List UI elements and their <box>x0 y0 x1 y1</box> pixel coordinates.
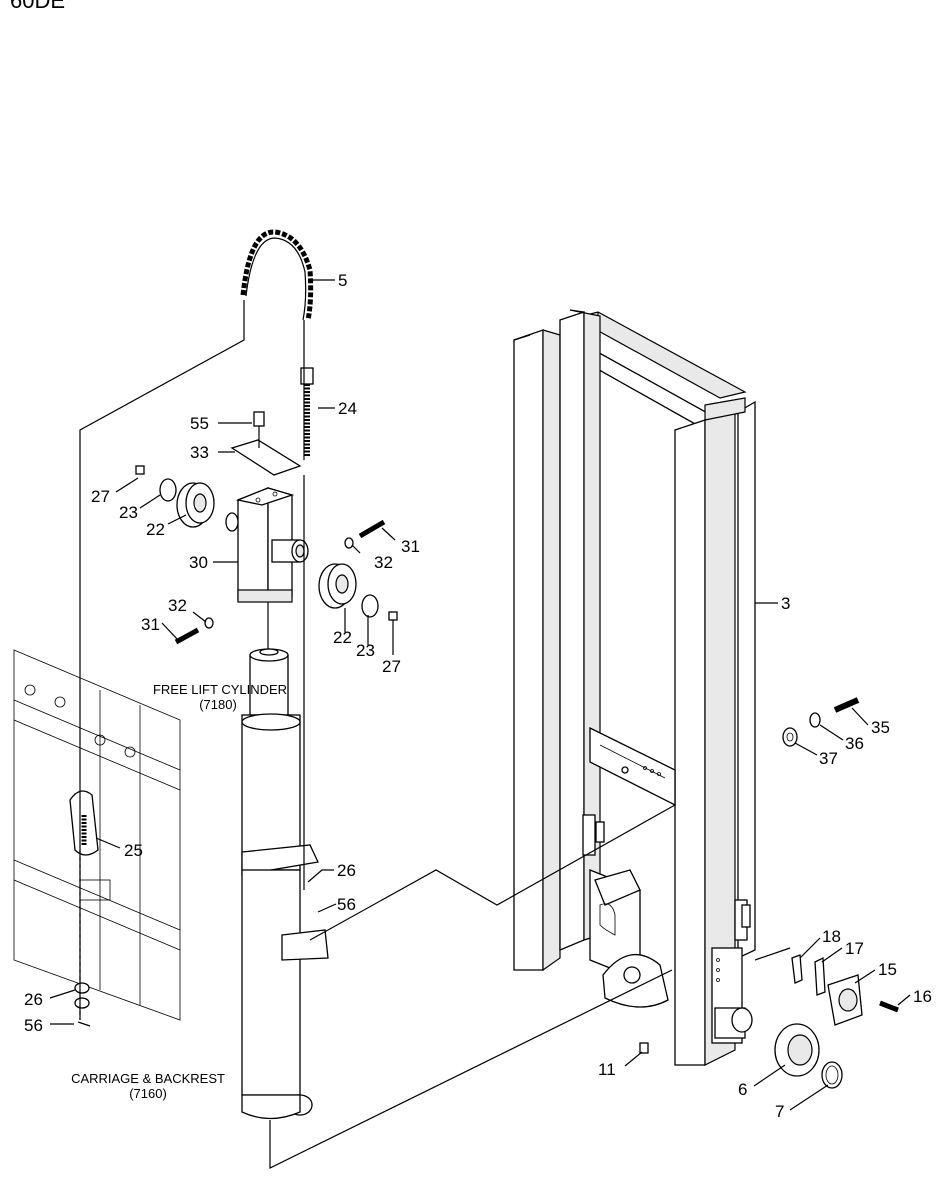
callout-37: 37 <box>819 749 838 768</box>
free-lift-cylinder-caption: FREE LIFT CYLINDER <box>153 682 287 697</box>
callout-26-right: 26 <box>337 861 356 880</box>
free-lift-cylinder-ref: (7180) <box>199 697 237 712</box>
callout-16: 16 <box>913 987 932 1006</box>
callout-55: 55 <box>190 414 209 433</box>
carriage-backrest-ref: (7160) <box>129 1086 167 1101</box>
callout-22-bottom: 22 <box>333 628 352 647</box>
callout-33: 33 <box>190 443 209 462</box>
callout-32-right: 32 <box>374 553 393 572</box>
callout-27-bottom: 27 <box>382 657 401 676</box>
sheave-left <box>135 465 215 528</box>
chain-anchor-bolt <box>300 367 314 456</box>
callout-6: 6 <box>738 1080 747 1099</box>
callout-24: 24 <box>338 399 357 418</box>
callout-25: 25 <box>124 841 143 860</box>
callout-15: 15 <box>878 960 897 979</box>
callout-22-top: 22 <box>146 520 165 539</box>
callout-56-right: 56 <box>337 895 356 914</box>
callout-11: 11 <box>598 1060 616 1079</box>
callout-30: 30 <box>189 553 208 572</box>
callout-17: 17 <box>845 939 864 958</box>
callout-7: 7 <box>775 1102 784 1121</box>
sheave-right <box>318 563 398 621</box>
tilt-pin-parts <box>782 697 860 747</box>
callout-31-left: 31 <box>141 615 160 634</box>
mast-assembly <box>513 309 756 1066</box>
callout-36: 36 <box>845 734 864 753</box>
carriage-backrest-caption: CARRIAGE & BACKREST <box>71 1071 225 1086</box>
callout-31-right: 31 <box>401 537 420 556</box>
callout-5: 5 <box>338 271 347 290</box>
free-lift-cylinder <box>241 648 329 1120</box>
mast-roller-bearing <box>714 1007 843 1089</box>
callout-labels: 5 24 55 33 27 23 22 30 31 32 32 31 22 23… <box>24 271 932 1121</box>
model-code: 60DE <box>10 0 65 13</box>
callout-26-left: 26 <box>24 990 43 1009</box>
callout-23-bottom: 23 <box>356 641 375 660</box>
callout-23-top: 23 <box>119 503 138 522</box>
callout-27-top: 27 <box>91 487 110 506</box>
callout-56-left: 56 <box>24 1016 43 1035</box>
lift-chain <box>240 229 314 321</box>
chain-sheave-bracket <box>225 411 309 650</box>
callout-3: 3 <box>781 594 790 613</box>
captions: FREE LIFT CYLINDER (7180) CARRIAGE & BAC… <box>71 682 287 1101</box>
callout-32-left: 32 <box>168 596 187 615</box>
callout-18: 18 <box>822 927 841 946</box>
carriage-backrest <box>13 649 181 1027</box>
bolts-31-32 <box>174 519 386 645</box>
leader-lines <box>49 279 911 1169</box>
chain-anchor-parts <box>639 954 899 1054</box>
callout-35: 35 <box>871 718 890 737</box>
